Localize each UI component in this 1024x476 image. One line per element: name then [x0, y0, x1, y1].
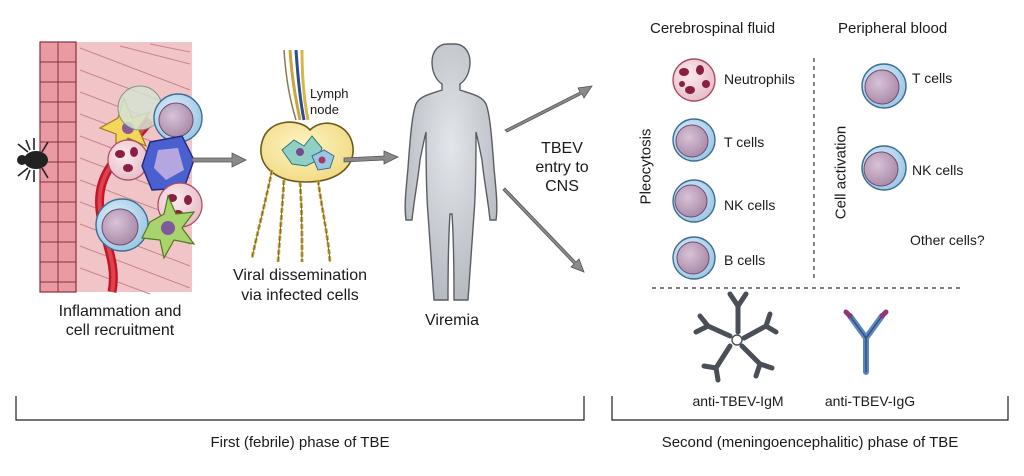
other-cells-label: Other cells? — [910, 232, 985, 248]
blood-t-cell — [861, 63, 907, 109]
lymph-node-label-line1: Lymph — [310, 86, 349, 101]
stage1-caption-line2: cell recruitment — [65, 322, 175, 339]
dendritic-cell-green — [141, 194, 196, 260]
recruited-neutrophil-left — [107, 139, 149, 181]
arrow-to-blood — [502, 187, 585, 273]
igm-pentamer-icon — [693, 291, 779, 383]
arrow-tissue-to-lymph — [191, 152, 247, 168]
tick-icon — [17, 138, 49, 182]
lymph-node — [250, 49, 354, 263]
efferent-vessels-outline — [251, 169, 331, 263]
igg-icon — [843, 309, 889, 375]
second-phase-label: Second (meningoencephalitic) phase of TB… — [661, 434, 959, 451]
recruited-lymphocyte-top — [153, 93, 203, 143]
csf-cell-label-nk-cells: NK cells — [724, 197, 776, 213]
csf-cell-label-t-cells: T cells — [724, 134, 765, 150]
first-phase-bracket — [15, 396, 585, 421]
epithelial-cell-column — [39, 41, 77, 293]
entry-line3: CNS — [545, 178, 579, 195]
igm-core — [731, 334, 743, 346]
csf-neutrophil — [672, 58, 716, 102]
entry-line1: TBEV — [541, 140, 583, 157]
csf-title: Cerebrospinal fluid — [650, 20, 776, 37]
infected-cells-in-node — [281, 135, 335, 171]
stage2-caption-line2: via infected cells — [241, 287, 359, 304]
first-phase-label: First (febrile) phase of TBE — [210, 434, 390, 451]
inflamed-tissue — [17, 41, 203, 295]
arrow-to-csf — [504, 85, 593, 133]
entry-line2: entry to — [535, 159, 589, 176]
blood-cell-label-t-cells: T cells — [912, 70, 953, 86]
csf-b-cell — [672, 236, 716, 280]
cell-activation-label: Cell activation — [832, 125, 850, 220]
csf-cell-label-neutrophils: Neutrophils — [724, 71, 795, 87]
recruited-monocyte-blue — [141, 135, 195, 191]
afferent-vessels-top — [283, 49, 310, 121]
igg-label: anti-TBEV-IgG — [824, 393, 916, 409]
stage1-caption-line1: Inflammation and — [58, 303, 182, 320]
viremia-label: Viremia — [425, 312, 479, 329]
stage2-caption-line1: Viral dissemination — [233, 267, 367, 284]
second-phase-bracket — [611, 396, 1009, 421]
blood-title: Peripheral blood — [838, 20, 948, 37]
human-body-silhouette — [404, 43, 498, 301]
lymph-node-label-line2: node — [310, 102, 339, 117]
recruited-lymphocyte-bottom — [95, 198, 149, 252]
arrow-lymph-to-body — [343, 150, 399, 165]
igm-label: anti-TBEV-IgM — [692, 393, 784, 409]
csf-nk-cell — [672, 179, 716, 223]
blood-cell-label-nk-cells: NK cells — [912, 162, 964, 178]
blood-nk-cell — [861, 145, 907, 191]
csf-cell-label-b-cells: B cells — [724, 252, 766, 268]
pleocytosis-label: Pleocytosis — [637, 128, 655, 205]
csf-t-cell — [672, 118, 716, 162]
